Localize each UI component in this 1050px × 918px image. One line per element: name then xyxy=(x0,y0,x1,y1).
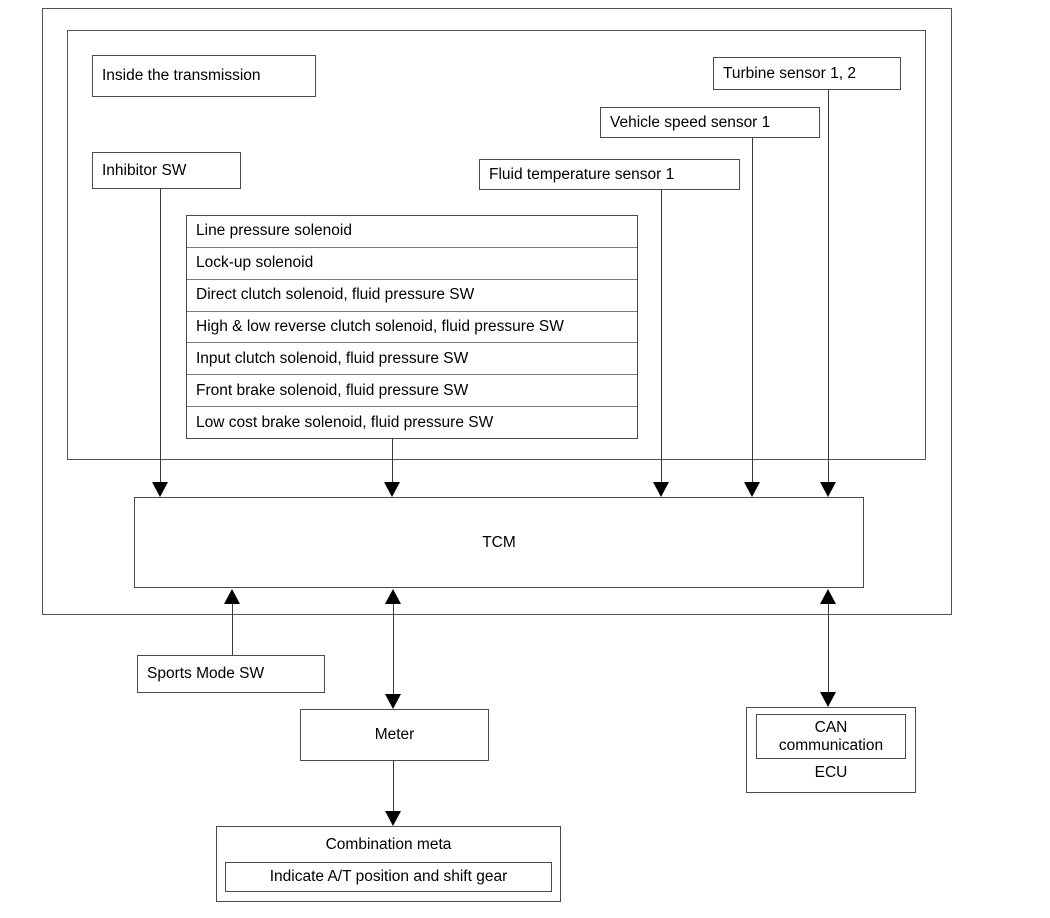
box-tcm[interactable]: TCM xyxy=(134,497,864,588)
table-row[interactable]: High & low reverse clutch solenoid, flui… xyxy=(187,312,637,344)
connector-inhibitor-sw-to-tcm xyxy=(160,188,161,484)
table-row[interactable]: Front brake solenoid, fluid pressure SW xyxy=(187,375,637,408)
box-inside-the-transmission[interactable]: Inside the transmission xyxy=(92,55,316,97)
connector-solenoids-to-tcm xyxy=(392,439,393,484)
arrowhead-down-fluid-temperature-sensor xyxy=(653,482,669,497)
connector-vehicle-speed-sensor-to-tcm xyxy=(752,138,753,484)
table-row[interactable]: Line pressure solenoid xyxy=(187,216,637,248)
table-row[interactable]: Direct clutch solenoid, fluid pressure S… xyxy=(187,280,637,312)
table-row[interactable]: Lock-up solenoid xyxy=(187,248,637,280)
arrowhead-down-meter-to-combination-meter xyxy=(385,811,401,826)
connector-turbine-sensor-to-tcm xyxy=(828,90,829,484)
connector-meter-to-combination-meter xyxy=(393,761,394,813)
inside-transmission-frame xyxy=(67,30,926,460)
box-turbine-sensor-1-2[interactable]: Turbine sensor 1, 2 xyxy=(713,57,901,90)
box-indicate-at-position[interactable]: Indicate A/T position and shift gear xyxy=(225,862,552,892)
outer-system-frame xyxy=(42,8,952,615)
can-communication-line-2: communication xyxy=(778,736,884,754)
arrowhead-down-inhibitor-sw xyxy=(152,482,168,497)
arrowhead-down-vehicle-speed-sensor xyxy=(744,482,760,497)
box-vehicle-speed-sensor-1[interactable]: Vehicle speed sensor 1 xyxy=(600,107,820,138)
combination-meter-title: Combination meta xyxy=(325,836,452,853)
arrowhead-down-turbine-sensor xyxy=(820,482,836,497)
arrowhead-up-meter-to-tcm xyxy=(385,589,401,604)
connector-fluid-temperature-sensor-to-tcm xyxy=(661,190,662,484)
arrowhead-down-solenoids xyxy=(384,482,400,497)
box-can-communication[interactable]: CAN communication xyxy=(756,714,906,759)
connector-sports-mode-sw-to-tcm xyxy=(232,603,233,655)
table-row[interactable]: Low cost brake solenoid, fluid pressure … xyxy=(196,413,494,431)
connector-tcm-to-meter xyxy=(393,603,394,697)
arrowhead-up-sports-mode-sw xyxy=(224,589,240,604)
box-inhibitor-sw[interactable]: Inhibitor SW xyxy=(92,152,241,189)
box-sports-mode-sw[interactable]: Sports Mode SW xyxy=(137,655,325,693)
solenoid-list-table: Line pressure solenoid Lock-up solenoid … xyxy=(186,215,638,439)
can-communication-line-1: CAN xyxy=(814,719,848,737)
ecu-label: ECU xyxy=(814,764,848,781)
box-meter[interactable]: Meter xyxy=(300,709,489,761)
arrowhead-up-ecu-to-tcm xyxy=(820,589,836,604)
arrowhead-down-tcm-to-meter xyxy=(385,694,401,709)
connector-tcm-to-ecu xyxy=(828,603,829,695)
arrowhead-down-tcm-to-ecu xyxy=(820,692,836,707)
table-row[interactable]: Input clutch solenoid, fluid pressure SW xyxy=(187,343,637,376)
box-fluid-temperature-sensor-1[interactable]: Fluid temperature sensor 1 xyxy=(479,159,740,190)
